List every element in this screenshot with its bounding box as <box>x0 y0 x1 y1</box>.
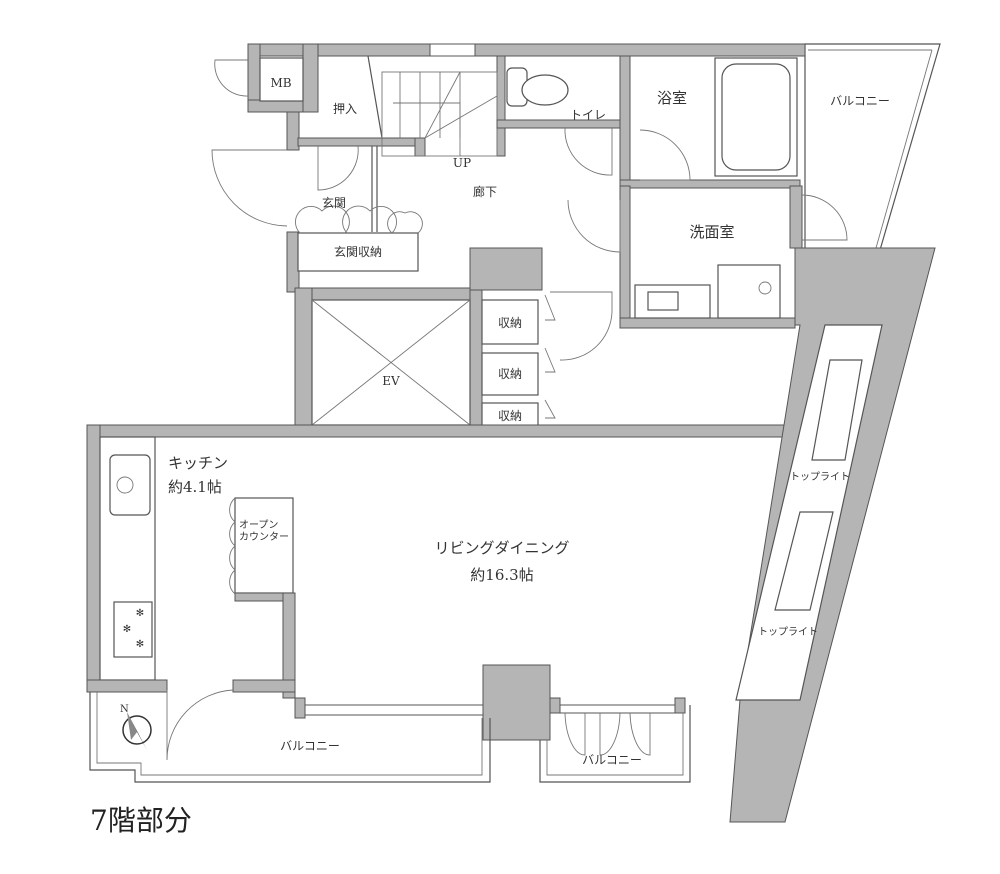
toplight-1-window <box>811 359 863 461</box>
window-top <box>429 43 476 57</box>
genkan-storage-box <box>297 232 419 272</box>
genkan-storage-doors <box>295 205 423 234</box>
label-genkan-storage: 玄関収納 <box>334 244 382 259</box>
toilet-bowl <box>521 74 569 106</box>
kitchen-sink <box>109 454 151 516</box>
balcony-door[interactable] <box>801 194 848 241</box>
wall-top <box>247 43 806 57</box>
svg-text:✻: ✻ <box>123 624 131 635</box>
bathtub <box>721 63 791 171</box>
bath-door[interactable] <box>639 129 691 181</box>
stove <box>113 601 153 658</box>
label-mb: MB <box>270 76 291 90</box>
svg-text:✻: ✻ <box>136 639 144 650</box>
label-living-size: 約16.3帖 <box>470 566 533 584</box>
label-oshiire: 押入 <box>333 102 357 116</box>
label-kitchen: キッチン <box>168 454 228 472</box>
label-washroom: 洗面室 <box>689 223 734 241</box>
balcony-small-outline <box>539 705 691 783</box>
floor-label: 7階部分 <box>90 804 192 837</box>
mb-box <box>259 57 304 102</box>
hall-door[interactable] <box>550 291 613 361</box>
label-storage-2: 収納 <box>498 367 522 381</box>
label-balcony-small: バルコニー <box>582 753 642 767</box>
counter-doors <box>229 497 236 595</box>
oshiire-door[interactable] <box>317 145 359 191</box>
svg-text:✻: ✻ <box>136 608 144 619</box>
label-toplight-2: トップライト <box>758 626 818 638</box>
label-storage-1: 収納 <box>498 316 522 330</box>
toplight-2-window <box>774 511 834 611</box>
label-balcony-top: バルコニー <box>830 94 890 108</box>
label-ev: EV <box>382 374 400 388</box>
toilet-door[interactable] <box>564 127 613 176</box>
balcony-bottom-outline <box>89 692 491 783</box>
label-toilet: トイレ <box>570 108 606 122</box>
label-bath: 浴室 <box>657 89 687 107</box>
washroom-door[interactable] <box>567 199 621 253</box>
open-counter <box>234 497 294 594</box>
label-genkan: 玄関 <box>322 195 346 210</box>
label-hallway: 廊下 <box>473 184 497 199</box>
washing-machine <box>717 264 781 319</box>
mb-door <box>214 59 249 97</box>
label-up: UP <box>453 156 471 170</box>
label-open-counter-2: カウンター <box>239 531 289 543</box>
sliding-window <box>304 704 486 716</box>
column-bottom <box>482 664 551 741</box>
small-balcony-doors[interactable] <box>564 712 651 756</box>
compass-icon: N <box>120 704 152 750</box>
label-balcony-bottom: バルコニー <box>280 739 340 753</box>
compass-north-label: N <box>120 704 129 715</box>
label-kitchen-size: 約4.1帖 <box>168 478 222 496</box>
label-open-counter-1: オープン <box>239 519 278 531</box>
label-storage-3: 収納 <box>498 409 522 423</box>
balcony-top-outline <box>804 43 941 251</box>
label-living: リビングダイニング <box>434 539 569 557</box>
storage-2-box <box>481 352 539 396</box>
balcony-bottom-door[interactable] <box>166 689 234 761</box>
label-toplight-1: トップライト <box>790 471 850 483</box>
entrance-door[interactable] <box>211 149 288 227</box>
stairs <box>381 71 498 157</box>
storage-3-box <box>481 402 539 428</box>
storage-1-box <box>481 299 539 345</box>
